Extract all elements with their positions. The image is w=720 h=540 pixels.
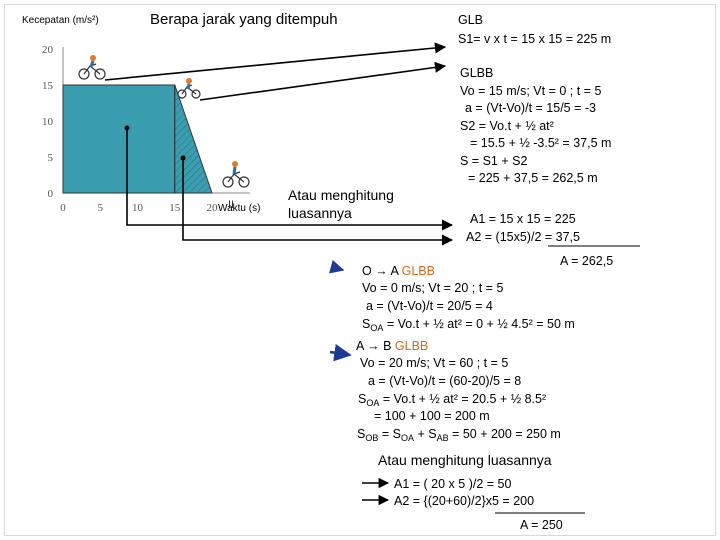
oa-line3: a = (Vt-Vo)/t = 20/5 = 4 xyxy=(366,299,493,313)
ab-line1: A → B GLBB xyxy=(356,339,429,353)
y-tick-label: 0 xyxy=(48,188,54,200)
arrow-to-a1 xyxy=(126,128,454,231)
marker-label: II xyxy=(228,199,235,211)
ab-line6: SOB = SOA + SAB = 50 + 200 = 250 m xyxy=(357,427,561,443)
x-tick-label: 5 xyxy=(98,202,104,214)
glbb-line: S = S1 + S2 xyxy=(460,154,528,168)
x-tick-label: 10 xyxy=(132,202,144,214)
x-axis-label: Waktu (s) xyxy=(218,203,261,214)
area1-a1: A1 = 15 x 15 = 225 xyxy=(470,212,576,226)
bullet-arrow xyxy=(329,344,352,362)
y-tick-label: 20 xyxy=(42,44,54,56)
glbb-line: GLBB xyxy=(460,66,494,80)
glbb-line: a = (Vt-Vo)/t = 15/5 = -3 xyxy=(465,101,596,115)
cyclist-icon xyxy=(222,161,250,188)
glbb-line: S2 = Vo.t + ½ at² xyxy=(460,119,554,133)
ab-line5: = 100 + 100 = 200 m xyxy=(374,409,490,423)
y-tick-label: 5 xyxy=(48,152,54,164)
area2-total: A = 250 xyxy=(520,518,563,532)
y-tick-label: 10 xyxy=(42,116,54,128)
y-axis-label: Kecepatan (m/s²) xyxy=(22,15,99,26)
x-tick-label: 20 xyxy=(207,202,219,214)
oa-line4: SOA = Vo.t + ½ at² = 0 + ½ 4.5² = 50 m xyxy=(362,317,575,333)
x-tick-label: 0 xyxy=(60,202,66,214)
glb-line: S1= v x t = 15 x 15 = 225 m xyxy=(458,32,612,46)
ab-line2: Vo = 20 m/s; Vt = 60 ; t = 5 xyxy=(360,356,509,370)
area2-a1: A1 = ( 20 x 5 )/2 = 50 xyxy=(394,477,512,491)
glb-title: GLB xyxy=(458,13,484,27)
area2-a2: A2 = {(20+60)/2}x5 = 200 xyxy=(394,494,535,508)
bullet-arrow xyxy=(329,259,345,274)
oa-line2: Vo = 0 m/s; Vt = 20 ; t = 5 xyxy=(362,281,504,295)
slide-frame xyxy=(4,4,716,536)
glbb-line: = 15.5 + ½ -3.5² = 37,5 m xyxy=(470,136,612,150)
y-tick-label: 15 xyxy=(42,80,54,92)
arrow-to-glbb xyxy=(199,61,447,101)
area-hatch xyxy=(174,85,212,193)
arrow-to-glb xyxy=(104,42,447,81)
ab-line3: a = (Vt-Vo)/t = (60-20)/5 = 8 xyxy=(368,374,522,388)
area2-title: Atau menghitung luasannya xyxy=(378,452,552,468)
glbb-line: Vo = 15 m/s; Vt = 0 ; t = 5 xyxy=(460,84,602,98)
arrow-to-a2 xyxy=(182,158,454,246)
cyclist-icon xyxy=(78,55,106,80)
page-title: Berapa jarak yang ditempuh xyxy=(150,11,338,28)
cyclist-icon xyxy=(177,78,201,99)
x-ticks: 0 5 10 15 20 xyxy=(60,202,218,214)
area1-total: A = 262,5 xyxy=(560,254,614,268)
y-ticks: 0 5 10 15 20 xyxy=(42,44,54,200)
ab-line4: SOA = Vo.t + ½ at² = 20.5 + ½ 8.5² xyxy=(358,392,547,408)
oa-line1: O → A GLBB xyxy=(362,264,435,278)
area1-title: Atau menghitung luasannya xyxy=(288,187,394,222)
x-tick-label: 15 xyxy=(169,202,181,214)
area1-a2: A2 = (15x5)/2 = 37,5 xyxy=(466,230,580,244)
glbb-line: = 225 + 37,5 = 262,5 m xyxy=(468,171,598,185)
